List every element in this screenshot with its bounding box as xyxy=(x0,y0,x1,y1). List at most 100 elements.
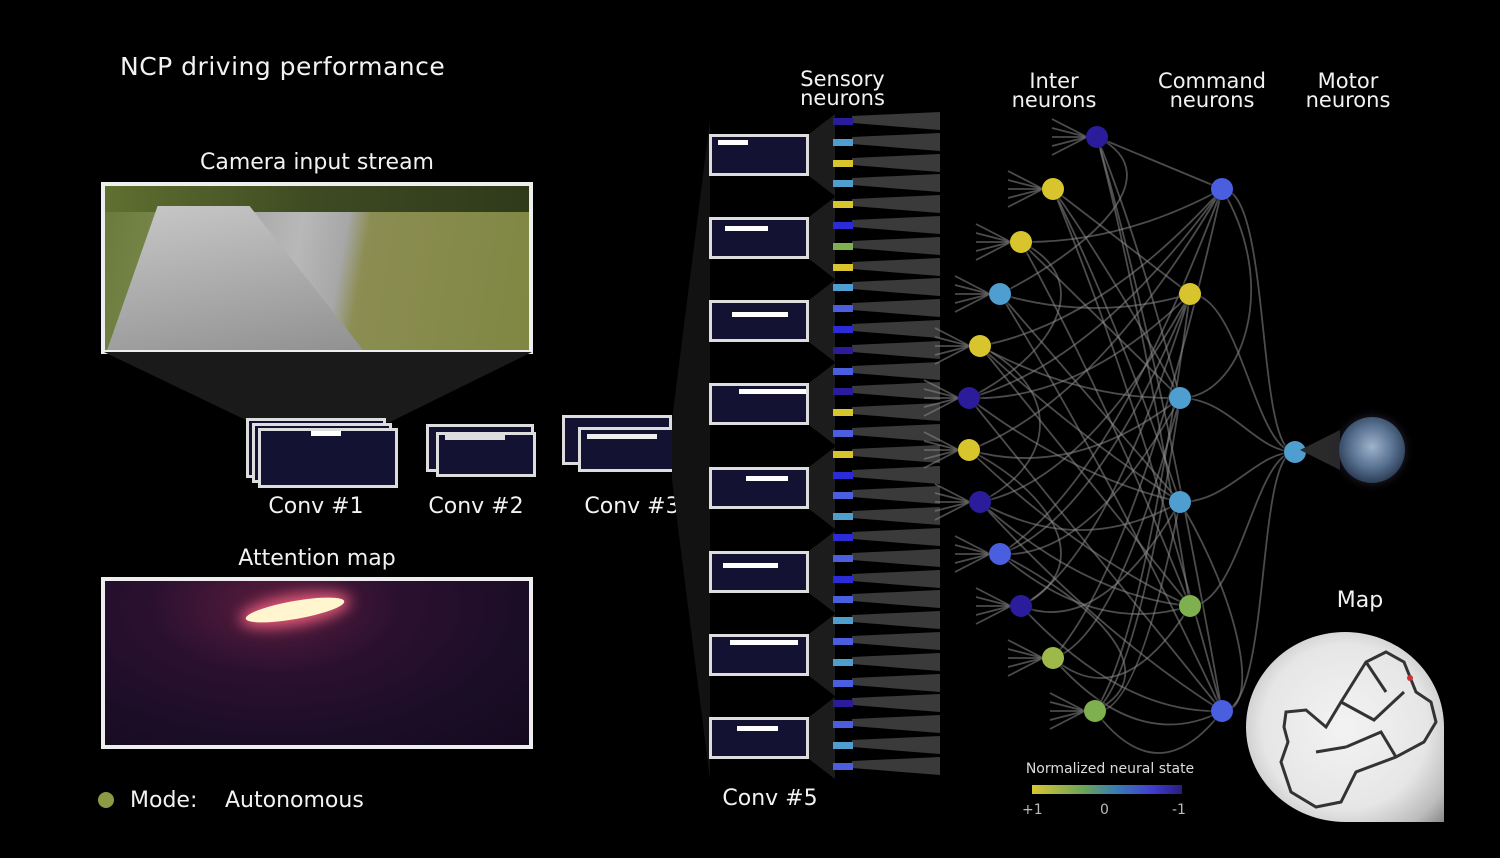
synapse xyxy=(999,553,1191,615)
sensory-neuron xyxy=(833,554,853,562)
synapse xyxy=(1094,710,1223,754)
sensory-neuron xyxy=(833,700,853,708)
conv5-feature-map xyxy=(709,300,809,342)
sensory-neuron xyxy=(833,742,853,749)
sensory-beam xyxy=(852,652,940,671)
conv5-feature-map xyxy=(709,134,809,176)
synapse xyxy=(1051,127,1088,138)
sensory-neuron xyxy=(833,180,853,188)
conv5-connector xyxy=(809,197,835,279)
conv1-label: Conv #1 xyxy=(268,494,364,519)
camera-image xyxy=(101,182,533,354)
synapse xyxy=(1052,188,1223,712)
sensory-beam xyxy=(852,257,940,276)
synapse xyxy=(1020,188,1223,243)
synapse xyxy=(1179,501,1244,712)
inter-neuron xyxy=(1086,126,1108,148)
sensory-beam xyxy=(852,548,940,567)
mode-value: Autonomous xyxy=(225,788,364,813)
synapse xyxy=(954,535,991,555)
synapse xyxy=(968,293,1191,399)
conv5-feature-map xyxy=(709,217,809,259)
conv5-connector xyxy=(809,280,835,362)
synapse xyxy=(1052,605,1191,679)
motor-beam xyxy=(1300,430,1340,470)
synapse xyxy=(1094,293,1191,712)
sensory-neuron xyxy=(833,242,853,250)
synapse xyxy=(1049,701,1086,712)
synapse xyxy=(968,241,1062,399)
camera-label: Camera input stream xyxy=(199,150,434,175)
conv5-feature-map xyxy=(709,634,809,676)
synapse xyxy=(1096,136,1223,190)
inter-neuron xyxy=(969,491,991,513)
synapse xyxy=(975,605,1012,616)
conv5-connector xyxy=(809,614,835,696)
synapse xyxy=(1052,188,1181,503)
inter-neuron xyxy=(1042,647,1064,669)
synapse xyxy=(934,501,971,521)
sensory-neuron xyxy=(833,679,853,687)
conv3-map-front xyxy=(578,427,678,472)
sensory-beam xyxy=(852,236,940,255)
sensory-neuron xyxy=(833,263,853,271)
synapse xyxy=(1096,136,1191,607)
sensory-beam xyxy=(852,361,940,380)
synapse xyxy=(954,544,991,555)
sensory-neuron xyxy=(833,367,853,375)
sensory-neuron xyxy=(833,388,853,396)
sensory-neuron xyxy=(833,450,853,458)
synapse xyxy=(1052,188,1191,295)
synapse xyxy=(968,397,1181,503)
synapse xyxy=(979,188,1223,347)
sensory-neuron xyxy=(833,638,853,645)
synapse xyxy=(954,275,991,295)
synapse xyxy=(975,232,1012,243)
synapse xyxy=(1179,397,1296,453)
legend-tick-neg: -1 xyxy=(1172,802,1186,818)
synapse xyxy=(968,397,1181,459)
sensory-neuron xyxy=(833,284,853,292)
synapse xyxy=(1051,136,1088,147)
attention-map-image xyxy=(101,577,533,749)
synapse xyxy=(1007,657,1044,677)
sensory-neuron xyxy=(833,762,853,770)
camera-funnel xyxy=(104,352,532,422)
sensory-neuron xyxy=(833,305,853,313)
attention-label: Attention map xyxy=(238,546,396,571)
synapse xyxy=(1007,639,1044,659)
sensory-neuron xyxy=(833,492,853,500)
synapse xyxy=(934,336,971,347)
conv3-label: Conv #3 xyxy=(584,494,680,519)
synapse xyxy=(999,397,1181,556)
synapse xyxy=(979,345,1041,503)
inter-neuron xyxy=(1084,700,1106,722)
synapse xyxy=(934,483,971,503)
conv5-label: Conv #5 xyxy=(722,786,818,811)
synapse xyxy=(1094,397,1181,712)
synapse xyxy=(934,492,971,503)
inter-neuron xyxy=(989,283,1011,305)
inter-neuron xyxy=(989,543,1011,565)
conv5-connector xyxy=(809,447,835,529)
legend-title: Normalized neural state xyxy=(1025,761,1195,777)
synapse xyxy=(1020,241,1191,607)
synapse xyxy=(1051,136,1088,156)
sensory-beam xyxy=(852,465,940,484)
sensory-beam xyxy=(852,299,940,318)
inter-neuron xyxy=(1010,231,1032,253)
synapse xyxy=(975,223,1012,243)
synapse xyxy=(954,293,991,313)
synapse xyxy=(1007,170,1044,190)
synapse xyxy=(979,501,1223,712)
inter-neuron xyxy=(1010,595,1032,617)
inter-neuron xyxy=(969,335,991,357)
synapse xyxy=(1179,451,1296,503)
motor-neuron xyxy=(1284,441,1306,463)
network-connections xyxy=(923,118,1296,754)
sensory-beam xyxy=(852,112,940,130)
sensory-beam xyxy=(852,632,940,650)
